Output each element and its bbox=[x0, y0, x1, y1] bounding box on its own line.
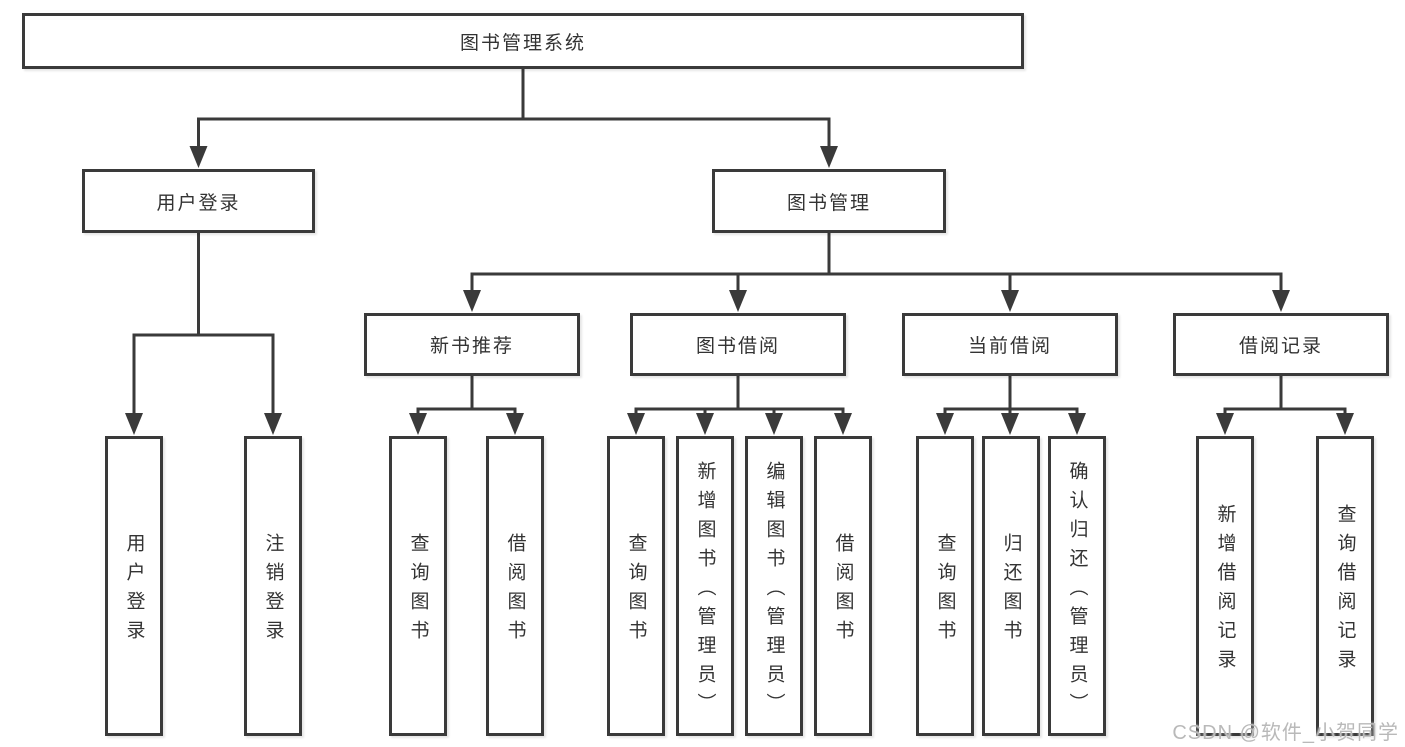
leaf-edit-book-admin: 编辑图书（管理员） bbox=[745, 436, 803, 736]
edge-book-management-split bbox=[470, 233, 1283, 291]
arrowhead bbox=[506, 413, 524, 435]
leaf-query-book-current: 查询图书 bbox=[916, 436, 974, 736]
arrowhead bbox=[1001, 290, 1019, 312]
arrowhead bbox=[125, 413, 143, 435]
leaf-add-borrow-record: 新增借阅记录 bbox=[1196, 436, 1254, 736]
node-new-book-recommend: 新书推荐 bbox=[364, 313, 580, 376]
arrowhead bbox=[834, 413, 852, 435]
arrowhead bbox=[1001, 413, 1019, 435]
arrowhead bbox=[189, 146, 208, 168]
arrowhead bbox=[696, 413, 714, 435]
edge-borrow-record-split bbox=[1223, 376, 1347, 414]
arrowhead bbox=[1068, 413, 1086, 435]
arrowhead bbox=[627, 413, 645, 435]
node-user-login: 用户登录 bbox=[82, 169, 315, 233]
arrowhead bbox=[729, 290, 747, 312]
edge-root-split bbox=[197, 69, 831, 147]
node-book-management: 图书管理 bbox=[712, 169, 946, 233]
edge-current-borrow-split bbox=[943, 376, 1079, 414]
edge-user-login-split bbox=[132, 233, 275, 414]
arrowhead bbox=[1272, 290, 1290, 312]
arrowheads bbox=[125, 146, 1354, 435]
leaf-borrow-book-recommend: 借阅图书 bbox=[486, 436, 544, 736]
arrowhead bbox=[1336, 413, 1354, 435]
leaf-logout: 注销登录 bbox=[244, 436, 302, 736]
arrowhead bbox=[1216, 413, 1234, 435]
leaf-confirm-return-admin: 确认归还（管理员） bbox=[1048, 436, 1106, 736]
leaf-user-login: 用户登录 bbox=[105, 436, 163, 736]
node-borrow-record: 借阅记录 bbox=[1173, 313, 1389, 376]
node-current-borrow: 当前借阅 bbox=[902, 313, 1118, 376]
arrowhead bbox=[463, 290, 481, 312]
arrowhead bbox=[409, 413, 427, 435]
arrowhead bbox=[264, 413, 282, 435]
node-root: 图书管理系统 bbox=[22, 13, 1024, 69]
edge-book-borrow-split bbox=[634, 376, 845, 414]
leaf-query-book-borrow: 查询图书 bbox=[607, 436, 665, 736]
leaf-query-borrow-record: 查询借阅记录 bbox=[1316, 436, 1374, 736]
leaf-return-book: 归还图书 bbox=[982, 436, 1040, 736]
arrowhead bbox=[765, 413, 783, 435]
arrowhead bbox=[936, 413, 954, 435]
leaf-query-book-recommend: 查询图书 bbox=[389, 436, 447, 736]
leaf-add-book-admin: 新增图书（管理员） bbox=[676, 436, 734, 736]
arrowhead bbox=[820, 146, 838, 168]
leaf-borrow-book: 借阅图书 bbox=[814, 436, 872, 736]
node-book-borrow: 图书借阅 bbox=[630, 313, 846, 376]
edge-new-book-recommend-split bbox=[416, 376, 517, 414]
